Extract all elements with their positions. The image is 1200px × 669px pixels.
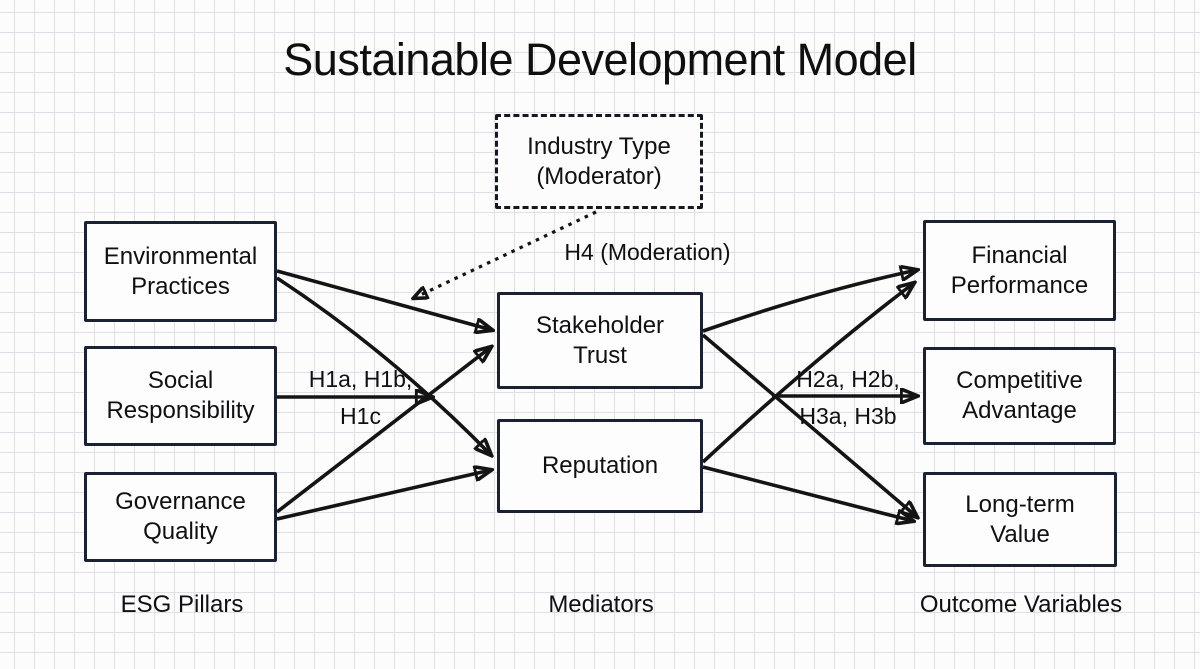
node-label: Performance: [950, 271, 1089, 299]
node-label: (Moderator): [536, 162, 662, 190]
diagram-title: Sustainable Development Model: [283, 34, 917, 85]
label-h1: H1a, H1b, H1c: [308, 366, 413, 429]
section-label-mediators: Mediators: [548, 591, 654, 618]
node-label: Governance: [115, 488, 246, 515]
edge-environmental-to-trust: [276, 269, 492, 330]
node-label: Reputation: [541, 452, 659, 479]
section-label-esg-pillars: ESG Pillars: [120, 591, 244, 618]
node-financial-performance: Financial Performance: [923, 220, 1116, 321]
node-label: Practices: [131, 272, 230, 300]
node-label: Long-term: [965, 490, 1075, 518]
node-social-responsibility: Social Responsibility: [84, 346, 277, 446]
node-industry-type-moderator: Industry Type (Moderator): [495, 114, 703, 209]
edge-trust-to-financial: [702, 270, 917, 333]
node-competitive-advantage: Competitive Advantage: [923, 347, 1116, 445]
node-reputation: Reputation: [497, 419, 703, 513]
edge-reputation-to-longterm: [702, 465, 913, 521]
node-label: Advantage: [962, 397, 1077, 424]
node-stakeholder-trust: Stakeholder Trust: [497, 292, 703, 389]
node-label: Stakeholder: [535, 311, 665, 339]
node-label: Competitive: [956, 367, 1083, 394]
node-label: Trust: [573, 341, 627, 369]
node-label: Responsibility: [106, 397, 255, 424]
node-label: Financial: [971, 241, 1068, 269]
node-environmental-practices: Environmental Practices: [84, 221, 277, 322]
section-label-outcome-variables: Outcome Variables: [919, 591, 1123, 618]
label-h4-moderation: H4 (Moderation): [564, 239, 731, 265]
node-label: Quality: [143, 518, 218, 545]
node-long-term-value: Long-term Value: [923, 472, 1117, 567]
node-governance-quality: Governance Quality: [84, 472, 277, 562]
label-h2: H2a, H2b, H3a, H3b: [796, 366, 900, 429]
node-label: Social: [147, 367, 214, 394]
edge-governance-to-reputation: [276, 470, 491, 521]
node-label: Environmental: [103, 242, 258, 270]
node-label: Industry Type: [527, 132, 671, 160]
node-label: Value: [990, 520, 1050, 548]
